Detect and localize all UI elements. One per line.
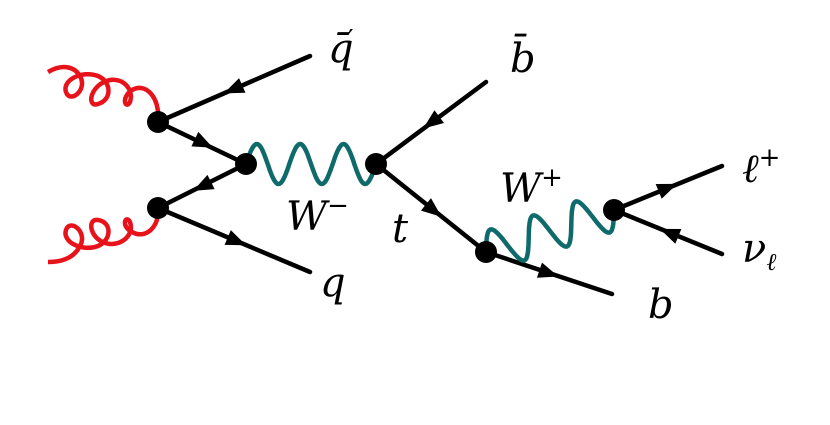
label-bbar: b̄ xyxy=(510,33,536,82)
arrow-lower-propagator xyxy=(193,174,215,191)
label-w-plus: W+ xyxy=(500,163,563,212)
vertex-top-production xyxy=(365,153,387,175)
label-neutrino: νℓ xyxy=(742,226,776,276)
w-plus-boson xyxy=(483,199,617,263)
vertex-w-minus-production xyxy=(235,153,257,175)
label-top: t xyxy=(392,206,409,252)
label-q: q xyxy=(320,260,346,306)
vertex-gluon-upper xyxy=(147,111,169,133)
arrow-b xyxy=(536,262,559,278)
label-qbar-prime: q̄′ xyxy=(328,25,354,72)
w-minus-boson xyxy=(243,141,379,187)
label-b: b xyxy=(648,282,674,328)
vertex-w-plus-decay xyxy=(603,199,625,221)
gluon-upper xyxy=(46,64,161,121)
arrow-lepton xyxy=(655,183,678,199)
arrow-upper-propagator xyxy=(191,131,213,148)
label-lepton: ℓ+ xyxy=(742,143,780,192)
arrow-qbar-prime xyxy=(223,78,246,94)
gluon-lower xyxy=(47,207,161,265)
arrow-neutrino xyxy=(659,228,682,244)
arrow-q xyxy=(224,230,247,246)
vertex-gluon-lower xyxy=(147,197,169,219)
vertex-top-decay xyxy=(475,241,497,263)
arrow-bbar xyxy=(423,110,444,129)
label-w-minus: W− xyxy=(286,191,349,240)
arrow-top xyxy=(420,198,442,217)
